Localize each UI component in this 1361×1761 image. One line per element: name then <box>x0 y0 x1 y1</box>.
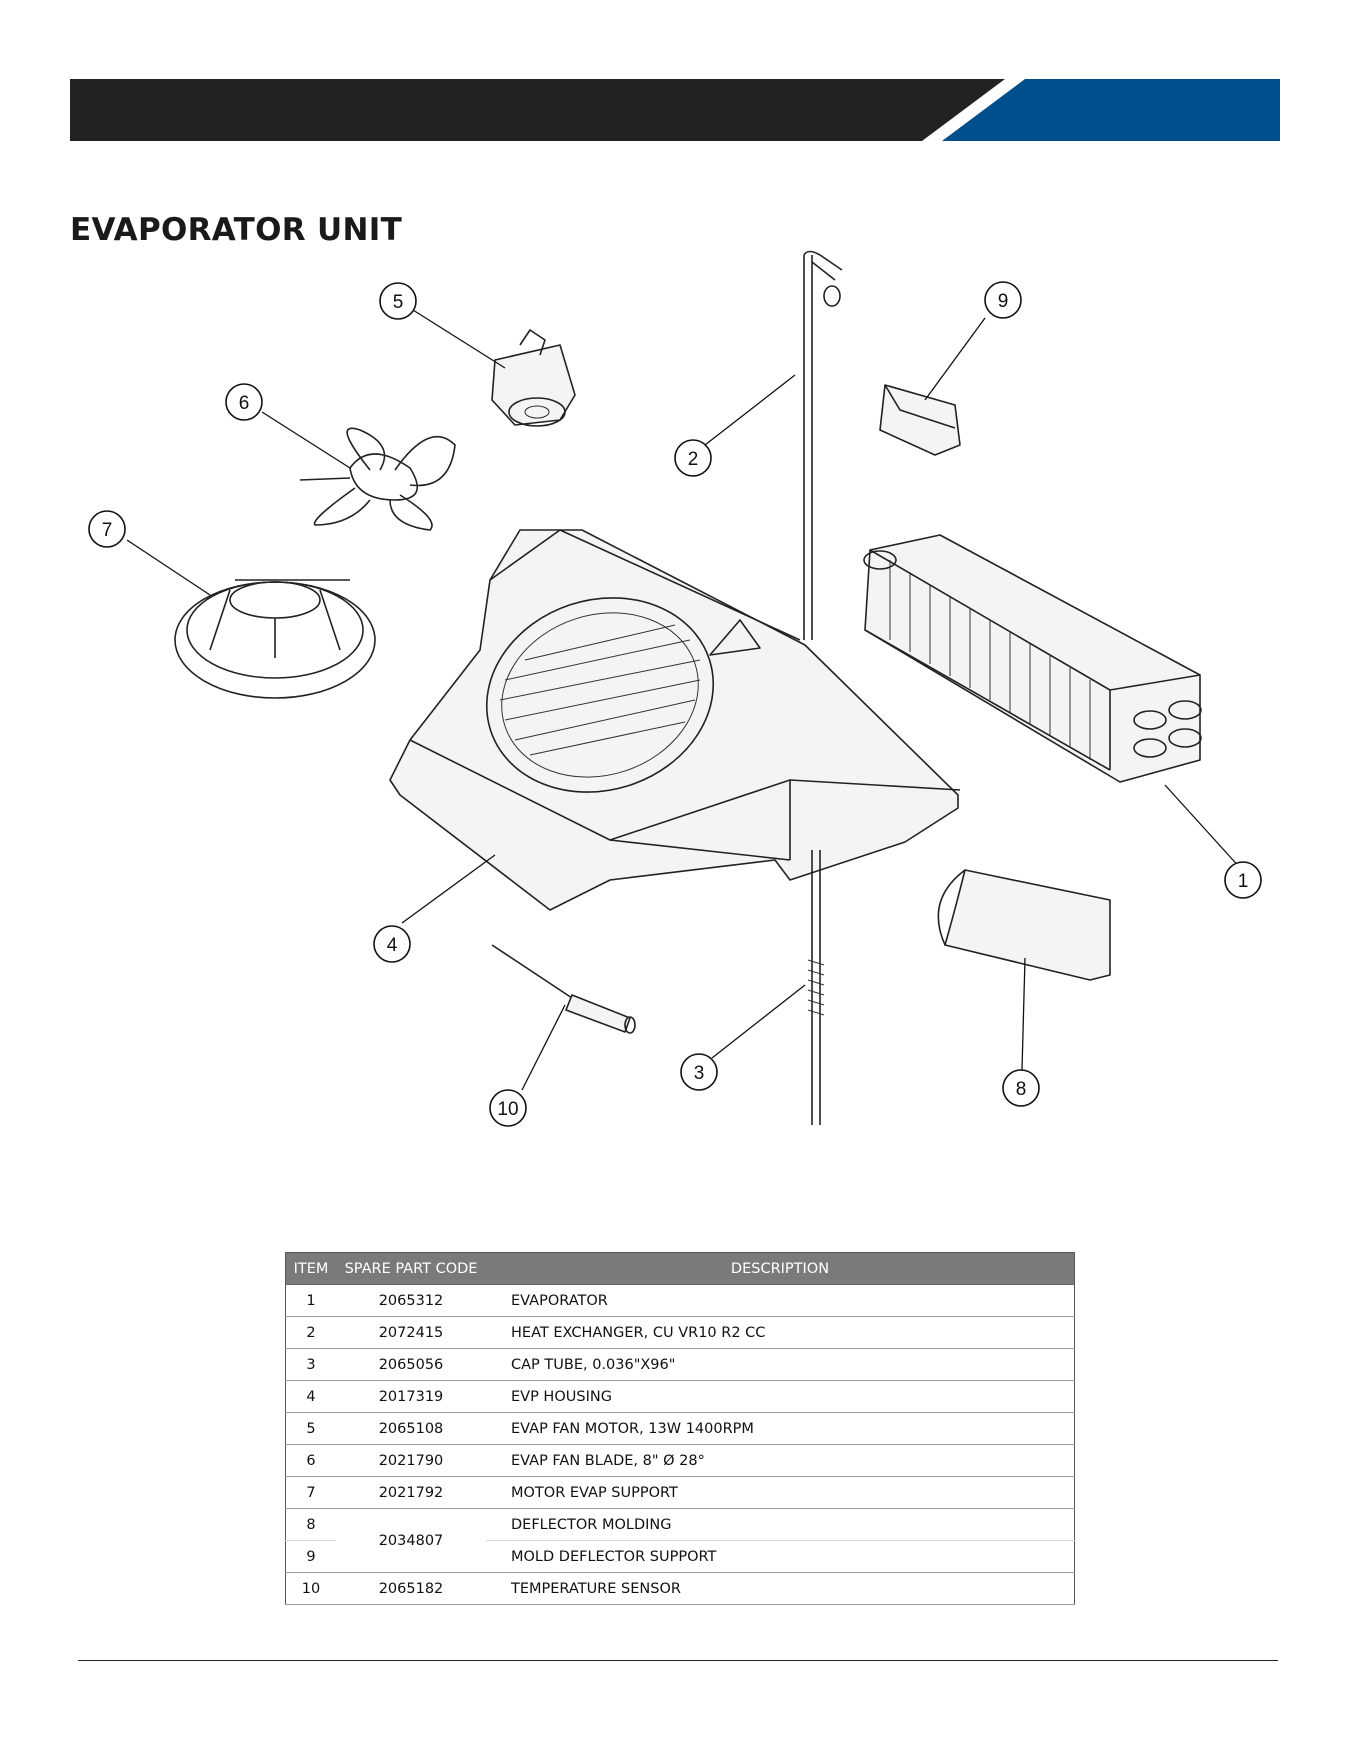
column-header-description: DESCRIPTION <box>486 1252 1075 1285</box>
table-row: 2 2072415 HEAT EXCHANGER, CU VR10 R2 CC <box>285 1316 1075 1349</box>
part-code: 2034807 <box>336 1508 486 1573</box>
callout-3: 3 <box>680 1053 718 1091</box>
svg-text:6: 6 <box>239 393 250 414</box>
svg-text:4: 4 <box>387 935 398 956</box>
item-number: 2 <box>285 1316 336 1349</box>
parts-table: ITEM SPARE PART CODE DESCRIPTION 1 20653… <box>285 1252 1075 1605</box>
item-number: 3 <box>285 1348 336 1381</box>
table-row: 1 2065312 EVAPORATOR <box>285 1284 1075 1317</box>
callout-9: 9 <box>984 281 1022 319</box>
callout-7: 7 <box>88 510 126 548</box>
page-title: EVAPORATOR UNIT <box>70 212 403 248</box>
part-description: EVP HOUSING <box>486 1380 1075 1413</box>
svg-text:9: 9 <box>998 291 1009 312</box>
svg-text:8: 8 <box>1016 1079 1027 1100</box>
svg-text:7: 7 <box>102 520 113 541</box>
table-row: 4 2017319 EVP HOUSING <box>285 1380 1075 1413</box>
table-row: 7 2021792 MOTOR EVAP SUPPORT <box>285 1476 1075 1509</box>
column-header-code: SPARE PART CODE <box>336 1252 486 1285</box>
table-row: 5 2065108 EVAP FAN MOTOR, 13W 1400RPM <box>285 1412 1075 1445</box>
table-row: 6 2021790 EVAP FAN BLADE, 8" Ø 28° <box>285 1444 1075 1477</box>
motor-support-drawing <box>174 579 376 699</box>
header-dark-band <box>70 79 1005 141</box>
header-accent-stripe <box>942 79 1280 141</box>
coil-fin-lines <box>889 560 1091 760</box>
svg-text:1: 1 <box>1238 871 1249 892</box>
item-number: 9 <box>285 1540 336 1573</box>
fan-blade-drawing <box>299 427 456 531</box>
table-row: 9 MOLD DEFLECTOR SUPPORT <box>285 1540 1075 1573</box>
callout-5: 5 <box>379 282 417 320</box>
part-description: MOLD DEFLECTOR SUPPORT <box>486 1540 1075 1573</box>
item-number: 8 <box>285 1508 336 1541</box>
callout-4: 4 <box>373 925 411 963</box>
item-number: 6 <box>285 1444 336 1477</box>
table-row: 3 2065056 CAP TUBE, 0.036"X96" <box>285 1348 1075 1381</box>
evaporator-coil-drawing <box>863 534 1202 783</box>
item-number: 10 <box>285 1572 336 1605</box>
header-band <box>70 79 1280 141</box>
part-description: TEMPERATURE SENSOR <box>486 1572 1075 1605</box>
evp-housing-drawing <box>389 529 961 911</box>
table-row: 10 2065182 TEMPERATURE SENSOR <box>285 1572 1075 1605</box>
part-code: 2065108 <box>336 1412 486 1445</box>
item-number: 5 <box>285 1412 336 1445</box>
callout-6: 6 <box>225 383 263 421</box>
item-number: 7 <box>285 1476 336 1509</box>
deflector-molding-drawing <box>937 869 1111 981</box>
svg-text:3: 3 <box>694 1063 705 1084</box>
part-description: CAP TUBE, 0.036"X96" <box>486 1348 1075 1381</box>
fan-motor-drawing <box>491 329 576 427</box>
part-description: HEAT EXCHANGER, CU VR10 R2 CC <box>486 1316 1075 1349</box>
part-code: 2072415 <box>336 1316 486 1349</box>
part-code: 2065182 <box>336 1572 486 1605</box>
parts-table-header: ITEM SPARE PART CODE DESCRIPTION <box>285 1252 1075 1285</box>
item-number: 1 <box>285 1284 336 1317</box>
table-row: 8 2034807 DEFLECTOR MOLDING <box>285 1508 1075 1573</box>
part-description: EVAPORATOR <box>486 1284 1075 1317</box>
callout-2: 2 <box>674 439 712 477</box>
part-description: DEFLECTOR MOLDING <box>486 1508 1075 1541</box>
part-description: EVAP FAN MOTOR, 13W 1400RPM <box>486 1412 1075 1445</box>
part-code: 2021790 <box>336 1444 486 1477</box>
part-code: 2021792 <box>336 1476 486 1509</box>
part-code: 2065056 <box>336 1348 486 1381</box>
svg-text:2: 2 <box>688 449 699 470</box>
deflector-support-drawing <box>879 384 961 456</box>
callout-10: 10 <box>489 1089 527 1127</box>
svg-text:10: 10 <box>497 1099 518 1120</box>
leader-lines <box>126 309 1243 1091</box>
part-code: 2065312 <box>336 1284 486 1317</box>
temperature-sensor-drawing <box>491 944 636 1034</box>
callout-8: 8 <box>1002 1069 1040 1107</box>
part-description: EVAP FAN BLADE, 8" Ø 28° <box>486 1444 1075 1477</box>
svg-text:5: 5 <box>393 292 404 313</box>
column-header-item: ITEM <box>285 1252 336 1285</box>
part-code: 2017319 <box>336 1380 486 1413</box>
callout-1: 1 <box>1224 861 1262 899</box>
cap-tube-drawing <box>807 850 825 1125</box>
fan-grill-lines <box>499 624 701 756</box>
footer-rule <box>78 1660 1278 1661</box>
item-number: 4 <box>285 1380 336 1413</box>
part-description: MOTOR EVAP SUPPORT <box>486 1476 1075 1509</box>
heat-exchanger-drawing <box>803 250 843 640</box>
